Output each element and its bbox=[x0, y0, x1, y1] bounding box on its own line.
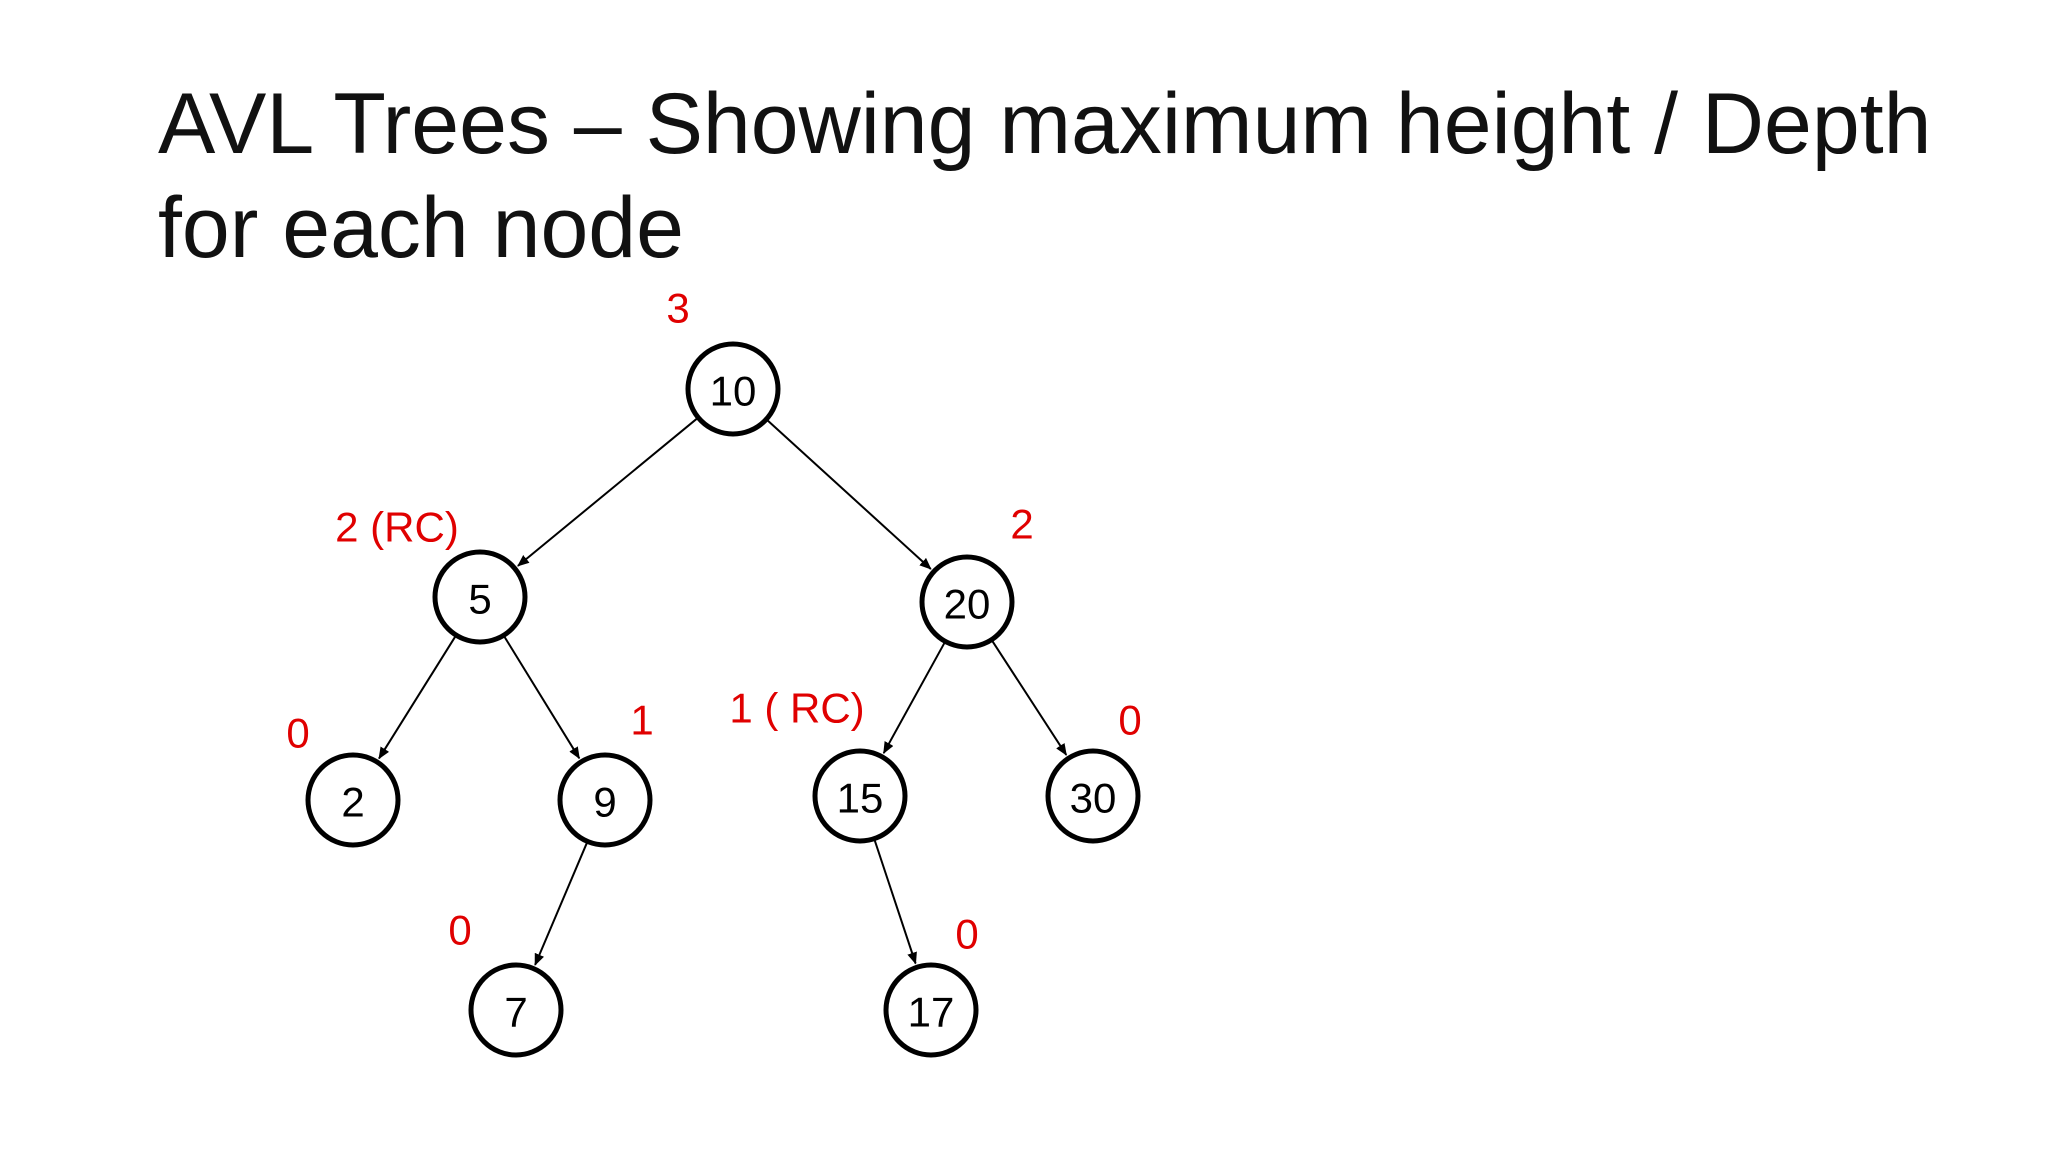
node-value: 2 bbox=[341, 779, 364, 826]
node-circle bbox=[919, 554, 1015, 650]
tree-node-9: 9 bbox=[557, 752, 653, 848]
height-label-2: 0 bbox=[286, 710, 309, 757]
slide-title: AVL Trees – Showing maximum height / Dep… bbox=[158, 72, 2018, 280]
tree-node-7: 7 bbox=[468, 962, 564, 1058]
height-label-20: 2 bbox=[1010, 501, 1033, 548]
edges-layer bbox=[378, 418, 1068, 966]
height-label-15: 1 ( RC) bbox=[729, 685, 864, 732]
tree-node-17: 17 bbox=[883, 962, 979, 1058]
edge-n9-n7 bbox=[534, 842, 588, 966]
edge-n10-n5 bbox=[517, 418, 698, 567]
height-label-17: 0 bbox=[955, 911, 978, 958]
tree-node-5: 5 bbox=[432, 549, 528, 645]
title-line-2: for each node bbox=[158, 180, 684, 276]
height-label-9: 1 bbox=[630, 697, 653, 744]
tree-node-15: 15 bbox=[812, 748, 908, 844]
edge-n20-n15 bbox=[882, 642, 946, 754]
node-circle bbox=[557, 752, 653, 848]
node-value: 17 bbox=[908, 989, 955, 1036]
title-line-1: AVL Trees – Showing maximum height / Dep… bbox=[158, 76, 1932, 172]
node-circle bbox=[468, 962, 564, 1058]
node-circle bbox=[1045, 748, 1141, 844]
edge-n10-n20 bbox=[767, 419, 932, 570]
node-circle bbox=[432, 549, 528, 645]
node-value: 7 bbox=[504, 989, 527, 1036]
height-label-30: 0 bbox=[1118, 697, 1141, 744]
edge-n20-n30 bbox=[991, 640, 1068, 756]
tree-node-20: 20 bbox=[919, 554, 1015, 650]
node-circle bbox=[305, 752, 401, 848]
height-label-7: 0 bbox=[448, 907, 471, 954]
node-circle bbox=[812, 748, 908, 844]
node-value: 10 bbox=[710, 368, 757, 415]
height-label-10: 3 bbox=[666, 285, 689, 332]
edge-n5-n9 bbox=[503, 636, 581, 760]
height-label-5: 2 (RC) bbox=[335, 504, 459, 551]
node-value: 20 bbox=[944, 581, 991, 628]
node-value: 15 bbox=[837, 775, 884, 822]
node-value: 9 bbox=[593, 779, 616, 826]
node-value: 30 bbox=[1070, 775, 1117, 822]
tree-node-10: 10 bbox=[685, 341, 781, 437]
edge-n15-n17 bbox=[873, 840, 917, 965]
node-circle bbox=[883, 962, 979, 1058]
node-value: 5 bbox=[468, 576, 491, 623]
tree-node-2: 2 bbox=[305, 752, 401, 848]
edge-n5-n2 bbox=[378, 636, 456, 760]
node-circle bbox=[685, 341, 781, 437]
tree-node-30: 30 bbox=[1045, 748, 1141, 844]
